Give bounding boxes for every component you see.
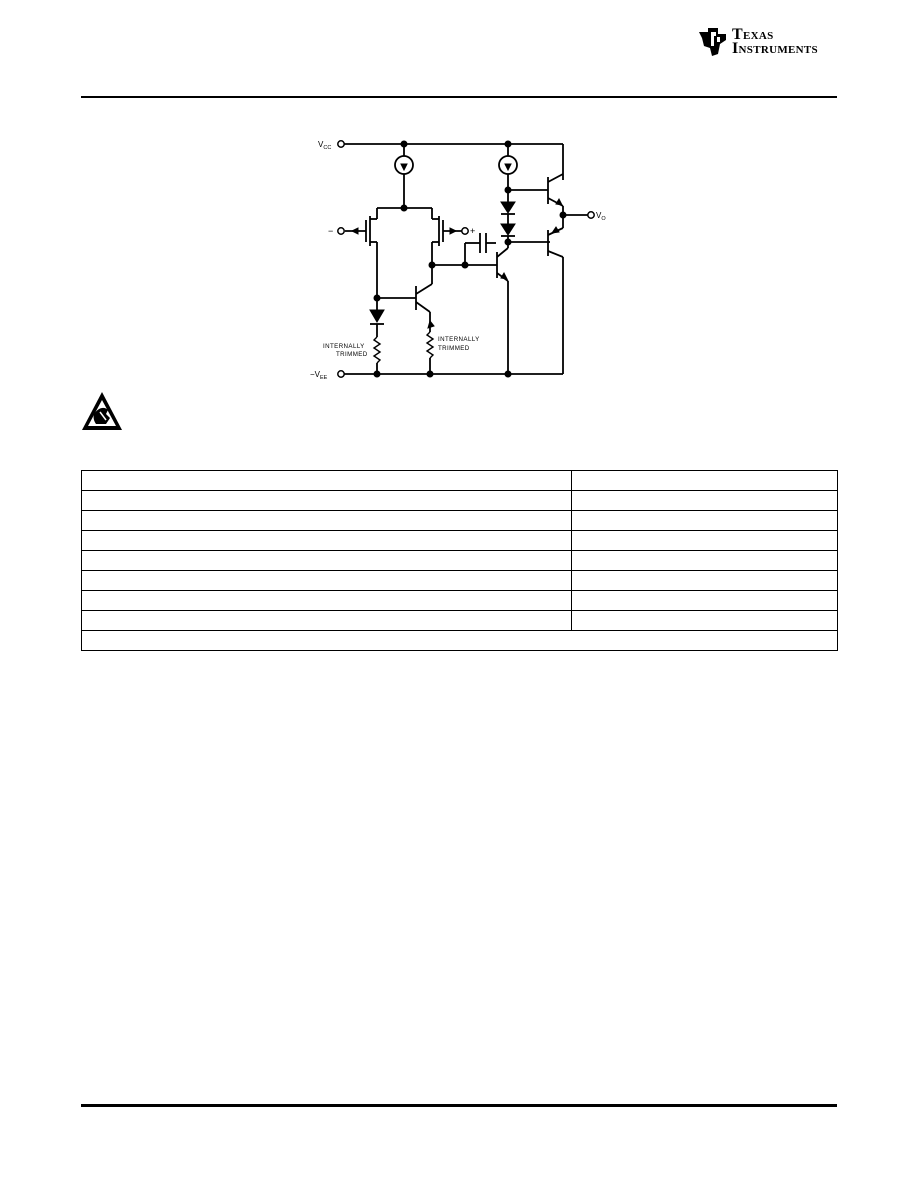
schematic-svg: VCC −VEE VO − + INTERNALLY TRIMMED INTER… — [310, 140, 606, 381]
trim-right-line-1: INTERNALLY — [438, 336, 480, 343]
table-cell — [80, 490, 573, 511]
table-cell — [571, 570, 838, 591]
schematic-diagram: VCC −VEE VO − + INTERNALLY TRIMMED INTER… — [300, 132, 620, 382]
table-row — [80, 570, 838, 591]
spec-table — [80, 470, 838, 651]
vcc-label: VCC — [318, 140, 331, 151]
footer-rule — [81, 1104, 837, 1107]
table-row — [80, 510, 838, 531]
minus-input-label: − — [328, 226, 333, 236]
table-row — [80, 530, 838, 551]
vo-label: VO — [596, 211, 606, 222]
table-cell — [80, 590, 573, 611]
header-rule — [81, 96, 837, 98]
logo-line-1: Texas — [732, 26, 774, 43]
trim-left-line-1: INTERNALLY — [323, 343, 365, 350]
table-cell — [571, 590, 838, 611]
table-cell — [80, 470, 573, 491]
trim-right-line-2: TRIMMED — [438, 345, 470, 352]
table-row — [80, 610, 838, 631]
logo-line-2: Instruments — [732, 40, 818, 57]
table-row — [80, 470, 838, 491]
table-footer-cell — [81, 630, 838, 651]
table-cell — [571, 470, 838, 491]
ti-logo-wordmark: Texas Instruments — [732, 26, 818, 57]
table-cell — [80, 530, 573, 551]
table-cell — [571, 530, 838, 551]
table-cell — [571, 490, 838, 511]
table-row — [80, 550, 838, 571]
vee-label: −VEE — [310, 370, 328, 381]
ti-logo-icon — [699, 28, 726, 56]
table-cell — [80, 510, 573, 531]
table-footer-row — [81, 630, 838, 651]
table-cell — [571, 550, 838, 571]
table-cell — [571, 510, 838, 531]
plus-input-label: + — [470, 226, 475, 236]
table-cell — [80, 610, 573, 631]
trim-left-line-2: TRIMMED — [336, 351, 368, 358]
table-cell — [80, 550, 573, 571]
table-row — [80, 590, 838, 611]
esd-warning-icon — [80, 390, 124, 432]
table-row — [80, 490, 838, 511]
table-cell — [571, 610, 838, 631]
ti-logo: Texas Instruments — [696, 24, 838, 60]
table-cell — [80, 570, 573, 591]
